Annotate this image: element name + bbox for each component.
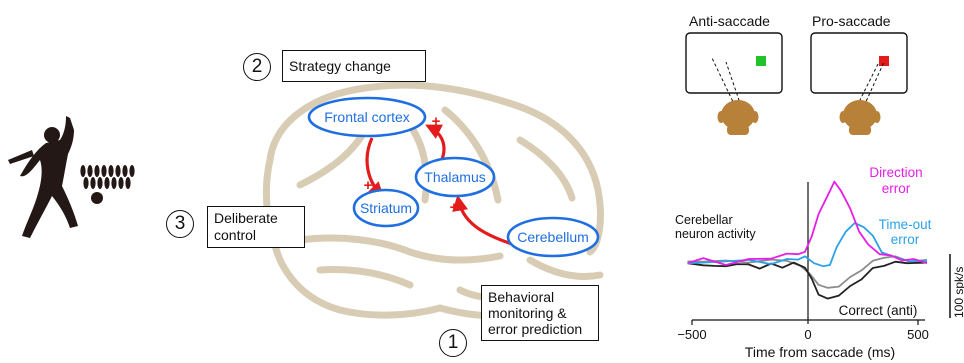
anti-saccade-panel [685, 32, 783, 135]
x-axis-label: Time from saccade (ms) [745, 344, 895, 360]
plus-sign-striatum: + [364, 177, 373, 194]
behavioral-monitoring-label: Behavioral [488, 289, 555, 305]
trace-time-out-error [687, 222, 928, 268]
green-target-icon [756, 56, 766, 66]
behavioral-monitoring-box: Behavioral monitoring & error prediction [481, 285, 599, 341]
cerebellum-label: Cerebellum [517, 229, 589, 245]
trace-correct-repeat [687, 255, 928, 289]
scale-bar-label: 100 spk/s [952, 267, 964, 318]
cerebellum-ellipse [506, 216, 600, 258]
bowling-pins-icon [80, 165, 135, 189]
timeout-error-label-2: error [891, 232, 920, 247]
red-target-icon [879, 56, 889, 66]
direction-error-label-2: error [882, 181, 911, 196]
plus-sign-frontal: + [432, 113, 441, 130]
step-number-1: 1 [439, 329, 467, 357]
pro-saccade-title: Pro-saccade [812, 13, 891, 29]
behavioral-monitoring-label-2: monitoring & [488, 305, 567, 321]
strategy-change-box: Strategy change [282, 50, 426, 82]
frontal-cortex-ellipse [307, 96, 427, 138]
thalamus-ellipse [414, 156, 496, 198]
step-number-2: 2 [243, 53, 271, 81]
deliberate-control-label: Deliberate [214, 210, 278, 226]
traces [687, 180, 928, 300]
x-tick-label-0: 0 [804, 327, 811, 342]
x-tick-label-neg500: −500 [677, 327, 706, 342]
bowling-ball-icon [91, 192, 103, 204]
brain-regions [307, 96, 600, 258]
pro-saccade-panel [810, 32, 908, 135]
activity-chart: −500 0 500 Time from saccade (ms) Direct… [675, 165, 964, 360]
strategy-change-label: Strategy change [289, 58, 391, 74]
head-icon [717, 100, 759, 135]
deliberate-control-label-2: control [214, 227, 257, 243]
x-tick-label-500: 500 [907, 327, 929, 342]
cerebellar-activity-label-2: neuron activity [675, 227, 756, 241]
striatum-label: Striatum [360, 200, 412, 216]
bowler-silhouette-icon [8, 116, 78, 238]
direction-error-label: Direction [869, 165, 922, 180]
step-number-3: 3 [166, 210, 194, 238]
trace-correct-anti [687, 260, 928, 300]
anti-saccade-title: Anti-saccade [689, 13, 770, 29]
plus-sign-thalamus: + [450, 199, 459, 216]
correct-anti-label: Correct (anti) [839, 303, 918, 318]
behavioral-monitoring-label-3: error prediction [488, 321, 583, 337]
timeout-error-label: Time-out [879, 217, 932, 232]
trace-direction-error [687, 180, 928, 266]
deliberate-control-box: Deliberate control [207, 206, 305, 248]
cerebellar-activity-label: Cerebellar [675, 213, 733, 227]
frontal-cortex-label: Frontal cortex [324, 109, 410, 125]
thalamus-label: Thalamus [424, 169, 485, 185]
cerebellum-to-thalamus-arrow [452, 194, 513, 246]
striatum-ellipse [352, 188, 420, 228]
head-icon [839, 100, 881, 135]
